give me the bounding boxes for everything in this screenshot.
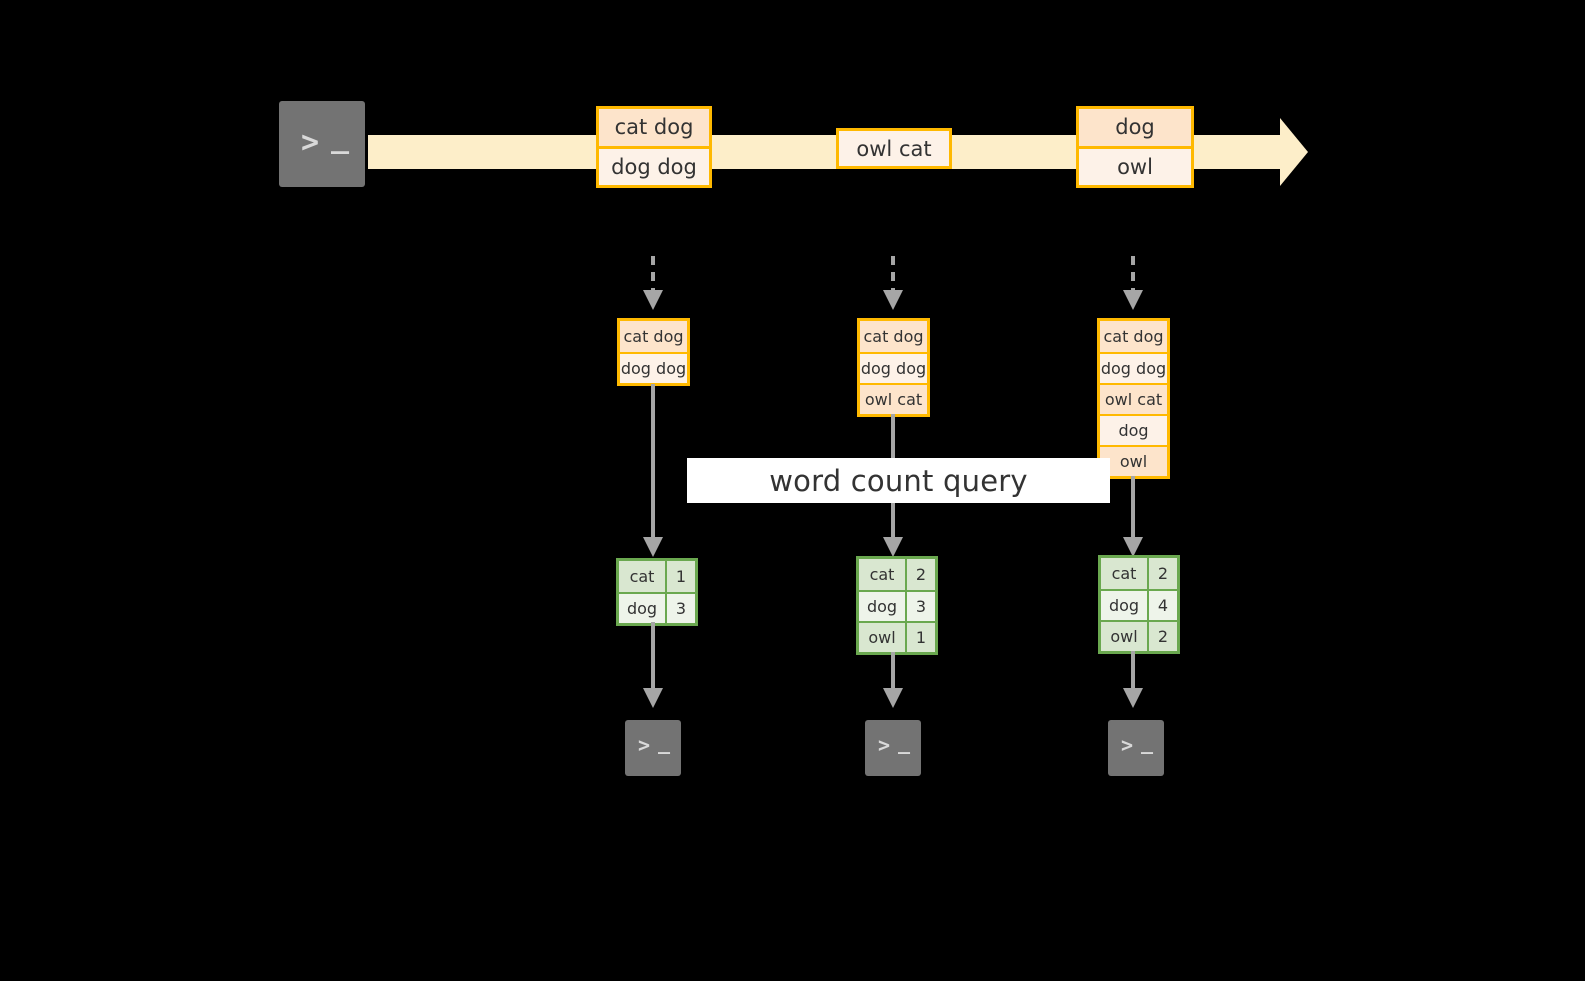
snapshot-row: dog dog [1100, 352, 1167, 383]
terminal-body [865, 720, 921, 776]
result-word: dog [859, 592, 905, 621]
result-count: 4 [1147, 591, 1177, 620]
stream-event: cat dog [599, 109, 709, 146]
source-terminal-icon: > _ [272, 94, 372, 194]
result-count: 2 [1147, 622, 1177, 651]
result-row: cat 2 [859, 559, 935, 590]
terminal-cursor-glyph: _ [898, 730, 911, 754]
snapshot-row: dog dog [860, 352, 927, 383]
query-label: word count query [687, 458, 1110, 503]
snapshot-row: cat dog [860, 321, 927, 352]
column-1-query-arrowhead [643, 537, 663, 557]
result-row: dog 3 [859, 590, 935, 621]
result-row: dog 3 [619, 592, 695, 623]
column-1-result-table: cat 1 dog 3 [616, 558, 698, 626]
column-2-query-arrowhead [883, 537, 903, 557]
column-1-tap-arrowhead [643, 290, 663, 310]
snapshot-row: cat dog [1100, 321, 1167, 352]
result-word: cat [619, 561, 665, 592]
result-row: dog 4 [1101, 589, 1177, 620]
terminal-prompt-glyph: > [301, 125, 320, 160]
snapshot-row: dog [1100, 414, 1167, 445]
result-row: owl 1 [859, 621, 935, 652]
stream-event: owl cat [839, 131, 949, 166]
result-count: 1 [665, 561, 695, 592]
column-3-query-line [1131, 476, 1135, 539]
column-1-sink-line [651, 622, 655, 690]
result-word: cat [859, 559, 905, 590]
terminal-prompt-glyph: > [638, 733, 651, 757]
result-count: 3 [665, 594, 695, 623]
terminal-body [279, 101, 365, 187]
terminal-prompt-glyph: > [1121, 733, 1134, 757]
column-3-tap-dashed-line [1131, 256, 1135, 292]
column-2-tap-arrowhead [883, 290, 903, 310]
column-1-query-line [651, 384, 655, 539]
column-3-result-table: cat 2 dog 4 owl 2 [1098, 555, 1180, 654]
stream-event: owl [1079, 145, 1191, 185]
column-1-sink-arrowhead [643, 688, 663, 708]
terminal-cursor-glyph: _ [1141, 730, 1154, 754]
column-3-sink-line [1131, 651, 1135, 690]
snapshot-row: owl cat [1100, 383, 1167, 414]
column-2-sink-line [891, 652, 895, 690]
terminal-body [1108, 720, 1164, 776]
snapshot-row: cat dog [620, 321, 687, 352]
result-count: 3 [905, 592, 935, 621]
snapshot-row: owl [1100, 445, 1167, 476]
result-row: cat 2 [1101, 558, 1177, 589]
event-stream-arrowhead [1280, 118, 1308, 186]
result-word: cat [1101, 558, 1147, 589]
column-2-sink-terminal-icon: > _ [858, 713, 928, 783]
column-2-tap-dashed-line [891, 256, 895, 292]
snapshot-row: owl cat [860, 383, 927, 414]
result-count: 2 [1147, 558, 1177, 589]
column-3-snapshot: cat dog dog dog owl cat dog owl [1097, 318, 1170, 479]
column-3-tap-arrowhead [1123, 290, 1143, 310]
stream-event: dog dog [599, 145, 709, 185]
result-row: cat 1 [619, 561, 695, 592]
terminal-prompt-glyph: > [878, 733, 891, 757]
column-1-tap-dashed-line [651, 256, 655, 292]
stream-event-group-2: owl cat [836, 128, 952, 169]
stream-event-group-3: dog owl [1076, 106, 1194, 188]
column-3-sink-arrowhead [1123, 688, 1143, 708]
column-3-sink-terminal-icon: > _ [1101, 713, 1171, 783]
result-word: dog [619, 594, 665, 623]
result-word: dog [1101, 591, 1147, 620]
result-count: 1 [905, 623, 935, 652]
snapshot-row: dog dog [620, 352, 687, 383]
column-1-snapshot: cat dog dog dog [617, 318, 690, 386]
terminal-cursor-glyph: _ [658, 730, 671, 754]
result-word: owl [859, 623, 905, 652]
result-word: owl [1101, 622, 1147, 651]
stream-event: dog [1079, 109, 1191, 146]
column-1-sink-terminal-icon: > _ [618, 713, 688, 783]
result-count: 2 [905, 559, 935, 590]
column-3-query-arrowhead [1123, 537, 1143, 557]
terminal-body [625, 720, 681, 776]
terminal-cursor-glyph: _ [331, 120, 350, 155]
column-2-result-table: cat 2 dog 3 owl 1 [856, 556, 938, 655]
column-2-sink-arrowhead [883, 688, 903, 708]
column-2-snapshot: cat dog dog dog owl cat [857, 318, 930, 417]
stream-event-group-1: cat dog dog dog [596, 106, 712, 188]
result-row: owl 2 [1101, 620, 1177, 651]
